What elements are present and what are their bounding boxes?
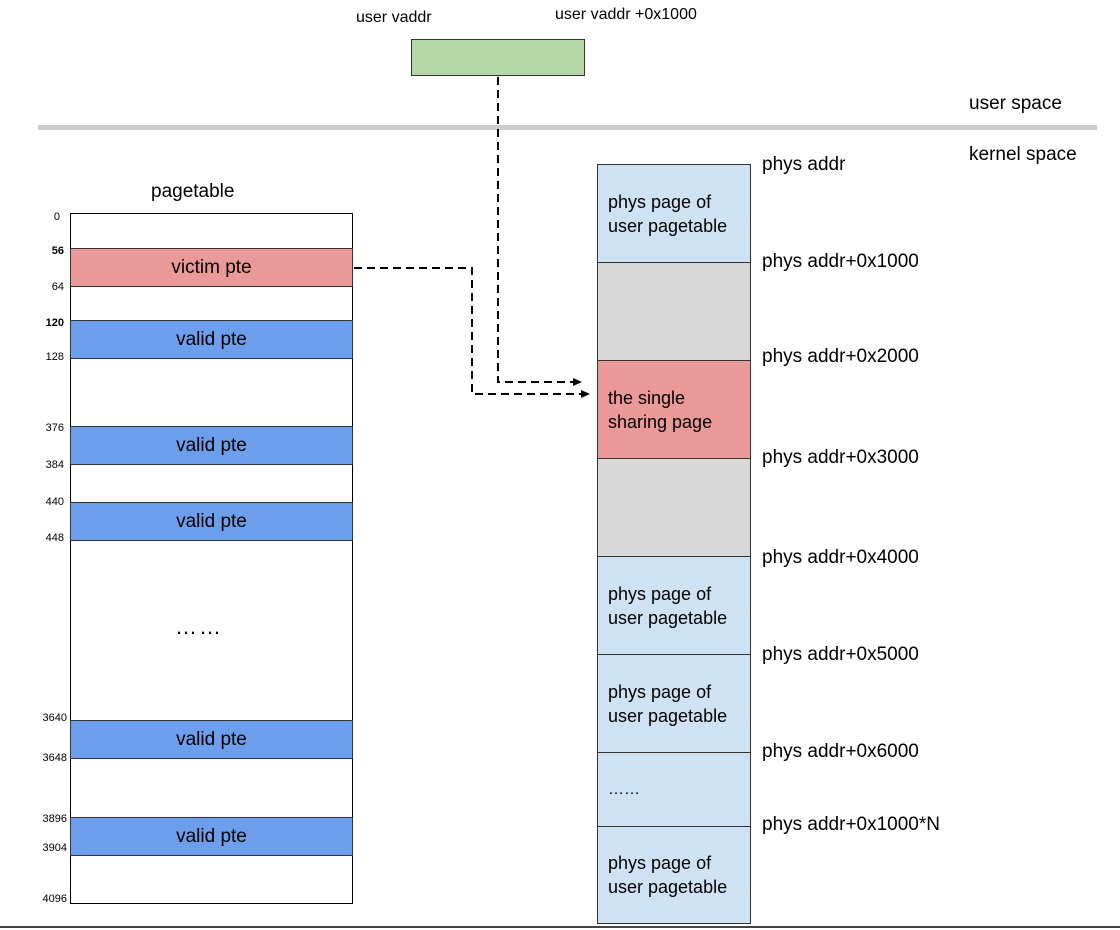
offset-120: 120 [45,317,64,329]
phys-addr-label: phys addr+0x1000*N [762,814,940,835]
phys-addr-label: phys addr+0x6000 [762,741,919,762]
user-space-label: user space [969,93,1062,114]
user-vaddr-label: user vaddr [356,9,432,26]
valid-pte-label: valid pte [176,328,247,350]
offset-3648: 3648 [42,752,67,764]
phys-page-user-pagetable: phys page of user pagetable [597,556,751,655]
phys-addr-label: phys addr [762,154,846,175]
user-vaddr-end-label: user vaddr +0x1000 [555,6,697,23]
phys-addr-label: phys addr+0x4000 [762,547,919,568]
offset-3896: 3896 [42,813,67,825]
phys-page-user-pagetable: phys page of user pagetable [597,654,751,753]
offset-440: 440 [45,496,64,508]
phys-page-label: phys page of user pagetable [608,191,728,236]
kernel-space-label: kernel space [969,144,1077,165]
valid-pte-3: valid pte [70,502,353,541]
phys-page-label: phys page of user pagetable [608,681,728,726]
offset-448: 448 [45,532,64,544]
phys-page-user-pagetable: phys page of user pagetable [597,164,751,263]
phys-page-label: phys page of user pagetable [608,583,728,628]
user-page-box [411,39,585,76]
phys-page-unused [597,458,751,557]
offset-376: 376 [45,422,64,434]
offset-384: 384 [45,459,64,471]
phys-page-unused [597,262,751,361]
offset-0: 0 [53,211,60,223]
pagetable-title: pagetable [151,181,235,202]
offset-4096: 4096 [42,893,67,905]
valid-pte-label: valid pte [176,434,247,456]
phys-addr-label: phys addr+0x1000 [762,251,919,272]
valid-pte-label: valid pte [176,825,247,847]
valid-pte-label: valid pte [176,728,247,750]
phys-page-ellipsis: …… [597,752,751,827]
shared-page-label: the single sharing page [608,387,713,432]
victim-pte-arrow [354,267,590,398]
phys-addr-label: phys addr+0x2000 [762,346,919,367]
offset-128: 128 [45,351,64,363]
offset-3640: 3640 [42,712,67,724]
bottom-border [0,926,1120,928]
offset-64: 64 [51,281,64,293]
victim-pte-label: victim pte [171,256,252,278]
victim-pte: victim pte [70,248,353,287]
user-vaddr-arrow [497,77,582,386]
valid-pte-4: valid pte [70,720,353,759]
phys-page-user-pagetable: phys page of user pagetable [597,826,751,924]
user-kernel-separator [38,125,1097,130]
offset-56: 56 [51,245,64,257]
phys-addr-label: phys addr+0x5000 [762,644,919,665]
valid-pte-1: valid pte [70,320,353,359]
offset-3904: 3904 [42,842,67,854]
phys-ellipsis-label: …… [608,780,640,798]
valid-pte-2: valid pte [70,426,353,465]
valid-pte-5: valid pte [70,817,353,856]
pagetable-ellipsis: …… [175,614,223,639]
phys-page-label: phys page of user pagetable [608,853,728,897]
shared-page: the single sharing page [597,360,751,459]
phys-addr-label: phys addr+0x3000 [762,447,919,468]
valid-pte-label: valid pte [176,510,247,532]
